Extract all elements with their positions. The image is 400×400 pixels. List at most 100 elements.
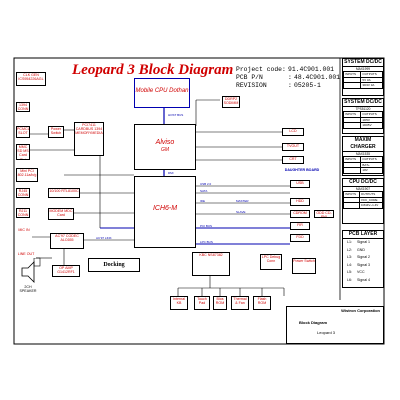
ddr-sodimm-block: DDRP2 SODIMM [222,96,240,108]
power-panel-title: CPU DC/DC [343,179,383,187]
thermal-fan-block: Thermal & Fan [231,296,249,310]
flash-rom-block: Flash ROM [253,296,271,310]
pcmcia-slot-block: PCMCIA SLOT [16,126,30,138]
pcb-layer-name: Signal 1 [357,240,370,244]
pcb-layer-panel: PCB LAYER L1: Signal 1 L2: GND L3: Signal 2 L4… [342,230,384,288]
fdd-block: FDD [290,234,310,242]
power-panel-cell [343,202,360,209]
kbc-block: KBC NS87382 [192,252,230,276]
title-block: Wistron Corporation Block Diagram Leopar… [286,306,384,344]
internal-kb-block: Internal KB [170,296,188,310]
power-panel-cell: 1D05V [360,122,383,129]
master-label: MASTER [236,199,249,203]
power-panel-cell: INPUTS [342,71,362,78]
power-panel-title: SYSTEM DC/DC [343,59,383,67]
daughter-board-label: DAUGHTER BOARD [284,168,320,174]
power-panel-cell: 5V 3A [360,76,383,83]
power-panel-chip: MAX1999 [356,67,370,71]
power-panel-cell [342,167,362,174]
pcb-layer-name: Signal 3 [357,262,370,267]
fir-block: FIR [290,222,310,230]
power-panel-chip: TPS51120 [355,107,371,111]
power-panel-cell: OUTPUTS [360,111,383,118]
slave-label: SLAVE [236,210,246,214]
power-panel-chip: MAX1907 [356,187,370,191]
pcb-number: PCB P/N:48.4C901.001 [236,74,341,81]
pci-bus-label: PCI BUS [200,224,213,228]
cdrom-block: CDROM [290,210,310,218]
speaker-label: 2CH SPEAKER [16,285,40,295]
diagram-title: Leopard 3 Block Diagram [72,62,234,78]
pcb-layer-title: PCB LAYER [343,231,383,239]
pcb-layer-row: L1: Signal 1 [343,239,383,247]
card-slot-block: MMC SD MS Card Slot [16,144,30,160]
pcb-layer-name: VCC [357,270,365,275]
ide-label: IDE [200,199,206,203]
power-panel-cell: 3D3V 3A [360,82,383,89]
project-code: Project code:91.4C901.001 [236,66,335,73]
cpu-block: Mobile CPU Dothan [134,78,190,108]
power-panel-chip: MAX1535 [356,152,370,156]
opamp-block: OP AMP G1412RF1 [52,265,80,277]
docking-block: Docking [88,258,140,272]
sata-label: SATA [200,189,208,193]
power-panel-cell [342,76,362,83]
power-switch-2-block: Power Switch [292,258,316,274]
ieee1394-block: 1394 CONN [16,102,30,112]
tvout-block: TVOUT [282,143,304,151]
alviso-block: Alviso GM [134,124,196,170]
pcb-layer-id: L2: [347,247,352,252]
codec-block: AC'97 CODEC ALC655 [50,233,84,249]
pcb-layer-row: L5: VCC [343,269,383,277]
lpc-bus-label: LPC BUS [200,240,213,244]
lcd-block: LCD [282,128,304,136]
mic-in-label: MIC IN [16,228,32,236]
revision: REVISION:05205-1 [236,82,321,89]
clock-generator-block: CLK GEN ICS954226AGL [16,72,46,86]
power-panel-cell [342,116,362,123]
rj45-block: RJ45 CONN [16,188,30,198]
crt-block: CRT [282,156,304,164]
dmi-label: DMI [168,171,174,175]
power-panel-cell: OUTPUTS [360,71,383,78]
line-out-label: LINE OUT [16,252,36,258]
usb-bus-label: USB 2.0 [200,182,212,186]
pcb-layer-id: L3: [347,255,352,260]
power-panel-cell [342,122,362,129]
bios-rom-block: Bios ROM [213,296,227,310]
pcb-layer-id: L6: [347,277,352,282]
ac97-link-label: AC'97 LINK [96,236,112,240]
pcb-layer-row: L6: Signal 4 [343,277,383,285]
pcb-layer-name: GND [357,247,365,252]
power-panel-cell: 18V [360,167,383,174]
power-switch-block: Power Switch [48,126,64,138]
touchpad-block: Touch Pad [194,296,210,310]
pcb-layer-name: Signal 4 [357,277,370,282]
power-panel-cell: 0.844V~1.4V [358,202,384,209]
power-panel-cell: INPUTS [342,111,362,118]
host-bus-label: HOST BUS [168,113,184,117]
odd-block: ODD CD-RW [314,210,334,218]
power-panel-title: MAXIM CHARGER [343,137,383,152]
lan-block: 10/100 RTL8100C [48,188,80,198]
cardreader-block: PCI7411 CARDBUS 1394 MEMORYMEDIA [74,122,104,156]
pcb-layer-id: L1: [347,240,352,244]
pcb-layer-id: L4: [347,262,352,267]
usb-block: USB [290,180,310,188]
pcb-layer-list: L1: Signal 1 L2: GND L3: Signal 2 L4: Signal 3 L… [343,239,383,285]
pcb-layer-row: L2: GND [343,247,383,255]
power-panel-cell [342,82,362,89]
pcb-layer-id: L5: [347,270,352,275]
rj11-block: RJ11 CONN [16,208,30,218]
minipci-block: Mini PCI 802.11a/b/g [16,168,38,182]
pcb-layer-name: Signal 2 [357,255,370,260]
